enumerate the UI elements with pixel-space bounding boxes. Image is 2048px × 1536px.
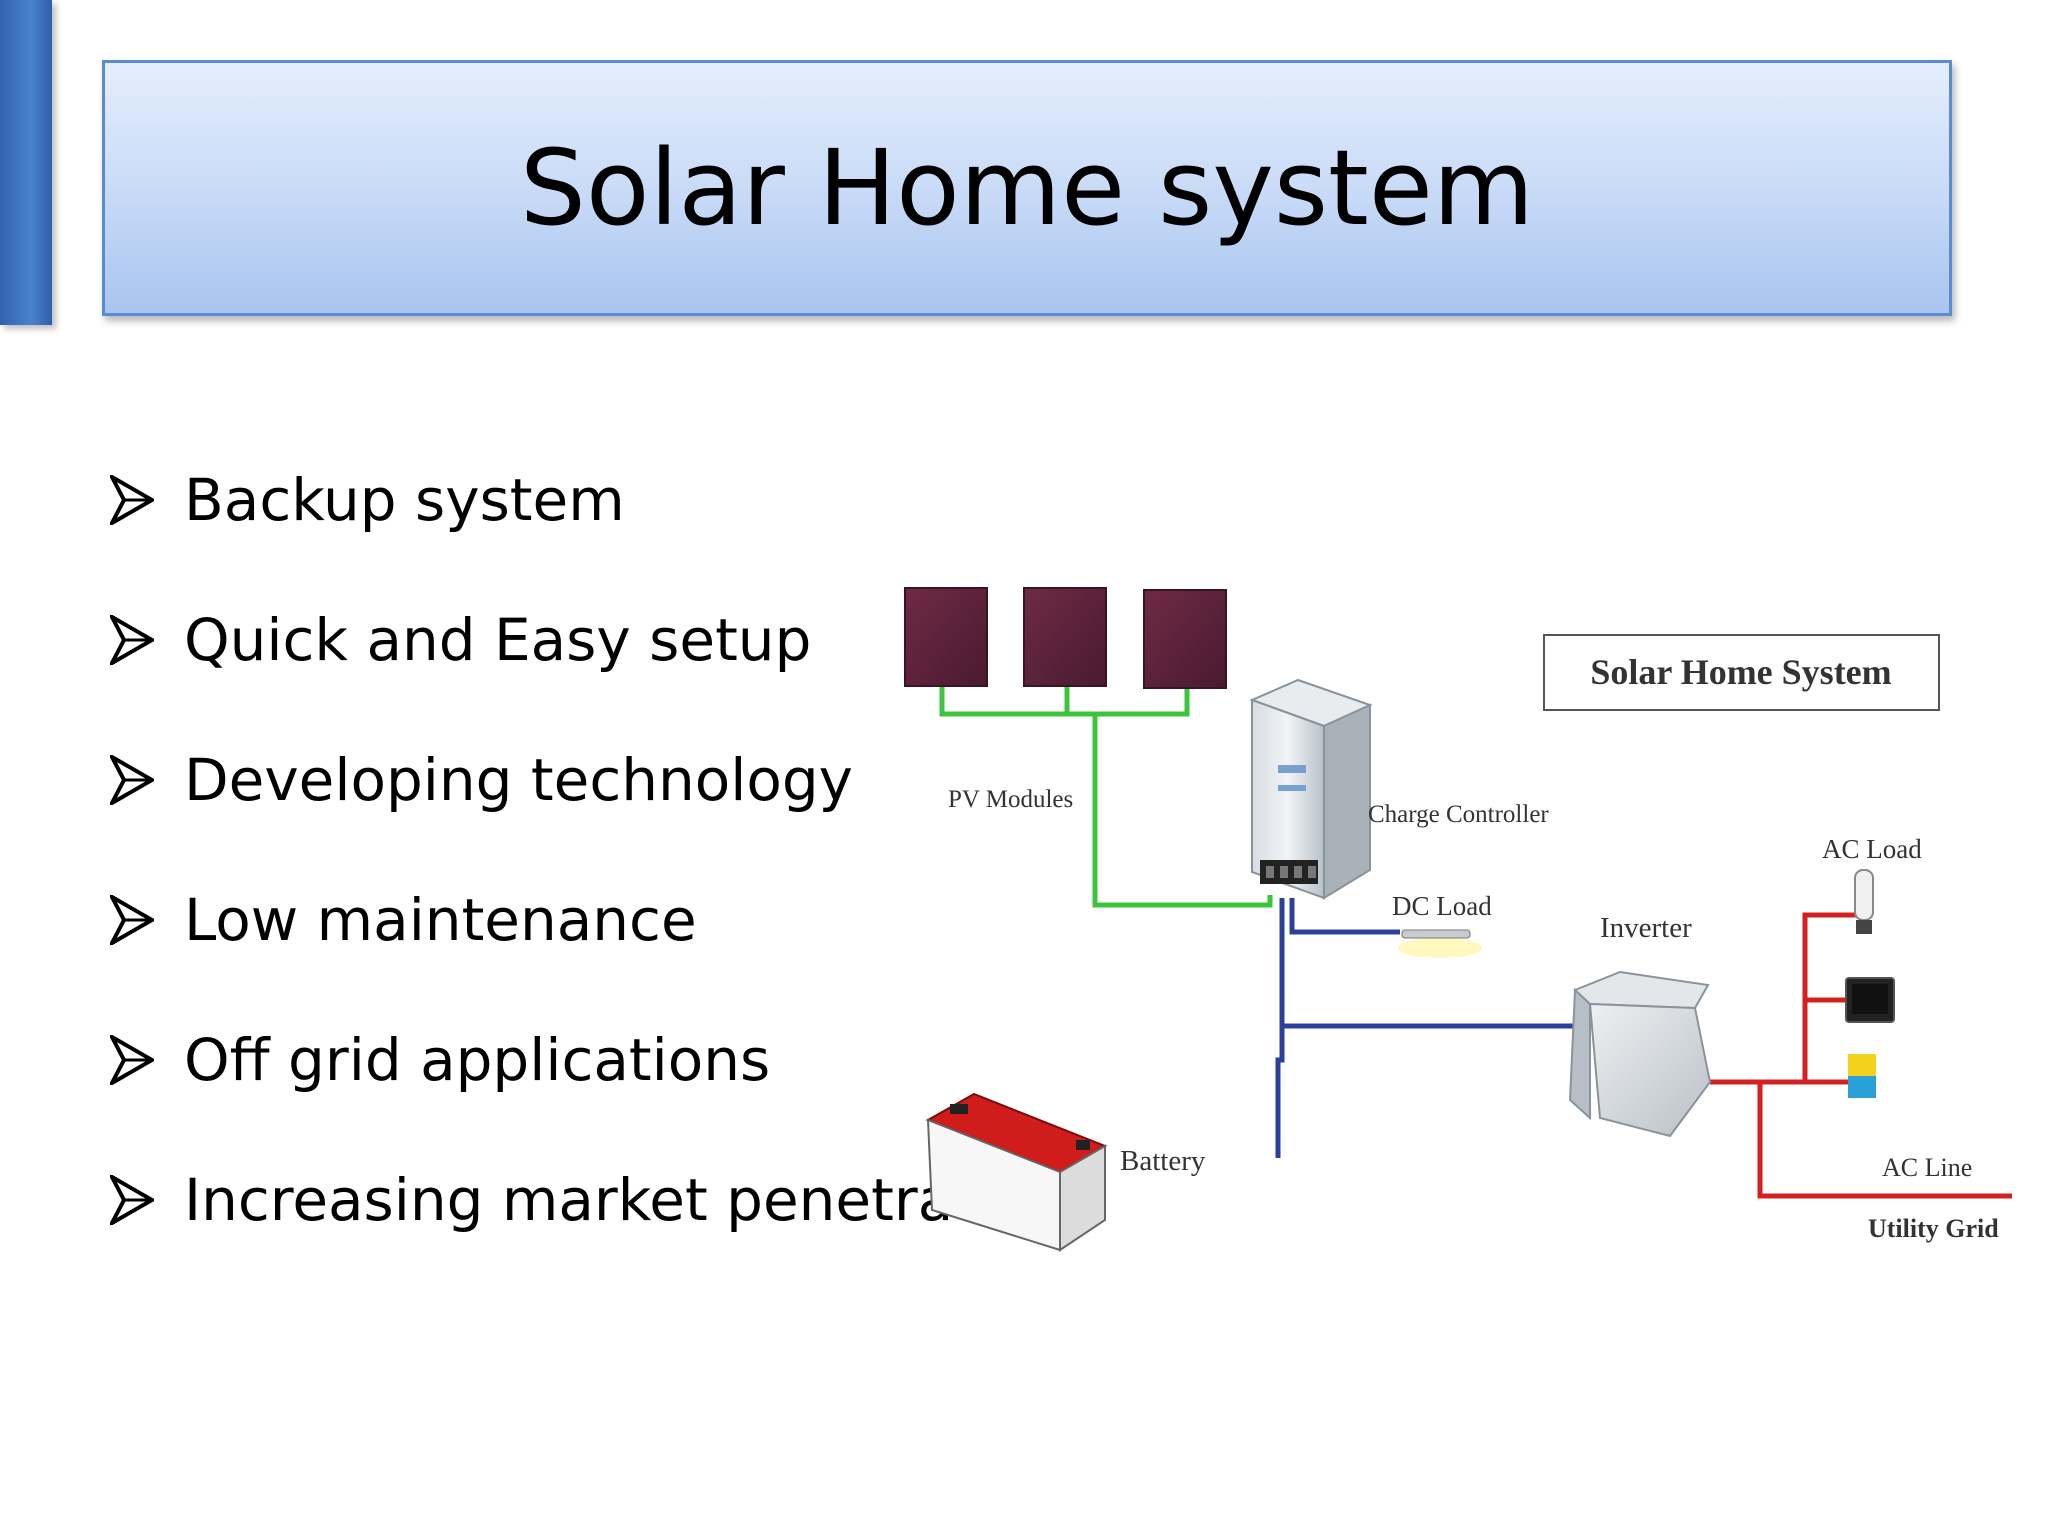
slide-title: Solar Home system xyxy=(519,127,1535,249)
diagram-title-box xyxy=(1543,634,1940,711)
arrow-bullet-icon xyxy=(110,1035,184,1085)
diagram-title: Solar Home System xyxy=(1590,652,1891,692)
bullet-item: Developing technology xyxy=(110,710,1064,850)
bullet-item: Increasing market penetration xyxy=(110,1130,1064,1270)
bullet-item: Quick and Easy setup xyxy=(110,570,1064,710)
arrow-bullet-icon xyxy=(110,895,184,945)
ac-load-bulb xyxy=(1854,869,1874,934)
pv-wiring xyxy=(939,678,1273,908)
ac-load-label: AC Load xyxy=(1822,834,1922,864)
arrow-bullet-icon xyxy=(110,615,184,665)
ac-wiring xyxy=(1710,912,2012,1199)
bullet-item: Backup system xyxy=(110,430,1064,570)
bullet-item: Low maintenance xyxy=(110,850,1064,990)
bullet-text: Low maintenance xyxy=(184,886,697,954)
bullet-text: Quick and Easy setup xyxy=(184,606,812,674)
ac-line-label: AC Line xyxy=(1882,1153,1972,1182)
bullet-text: Increasing market penetration xyxy=(184,1166,1065,1234)
ac-load-appliance xyxy=(1848,1054,1876,1098)
bullet-item: Off grid applications xyxy=(110,990,1064,1130)
utility-grid-label: Utility Grid xyxy=(1868,1214,1999,1243)
inverter-label: Inverter xyxy=(1600,912,1692,944)
ac-load-tv xyxy=(1845,977,1895,1023)
arrow-bullet-icon xyxy=(110,755,184,805)
pv-modules-label: PV Modules xyxy=(948,786,1073,813)
dc-load-label: DC Load xyxy=(1392,891,1492,921)
dc-wiring xyxy=(1275,898,1575,1158)
bullet-text: Backup system xyxy=(184,466,625,534)
charge-controller-label: Charge Controller xyxy=(1368,801,1549,828)
bullet-list: Backup system Quick and Easy setup Devel… xyxy=(110,430,1064,1270)
inverter-device xyxy=(1568,970,1712,1138)
battery-device xyxy=(925,1092,1108,1252)
arrow-bullet-icon xyxy=(110,1175,184,1225)
charge-controller-device xyxy=(1249,678,1373,900)
dc-load-lamp xyxy=(1398,929,1482,958)
bullet-text: Developing technology xyxy=(184,746,853,814)
bullet-text: Off grid applications xyxy=(184,1026,771,1094)
title-banner: Solar Home system xyxy=(102,60,1952,316)
left-accent-bar xyxy=(0,0,52,325)
solar-system-diagram: PV Modules Charge Controller DC Load Inv… xyxy=(904,587,2012,1252)
arrow-bullet-icon xyxy=(110,475,184,525)
battery-label: Battery xyxy=(1120,1145,1206,1177)
pv-module-panels xyxy=(904,587,1227,689)
